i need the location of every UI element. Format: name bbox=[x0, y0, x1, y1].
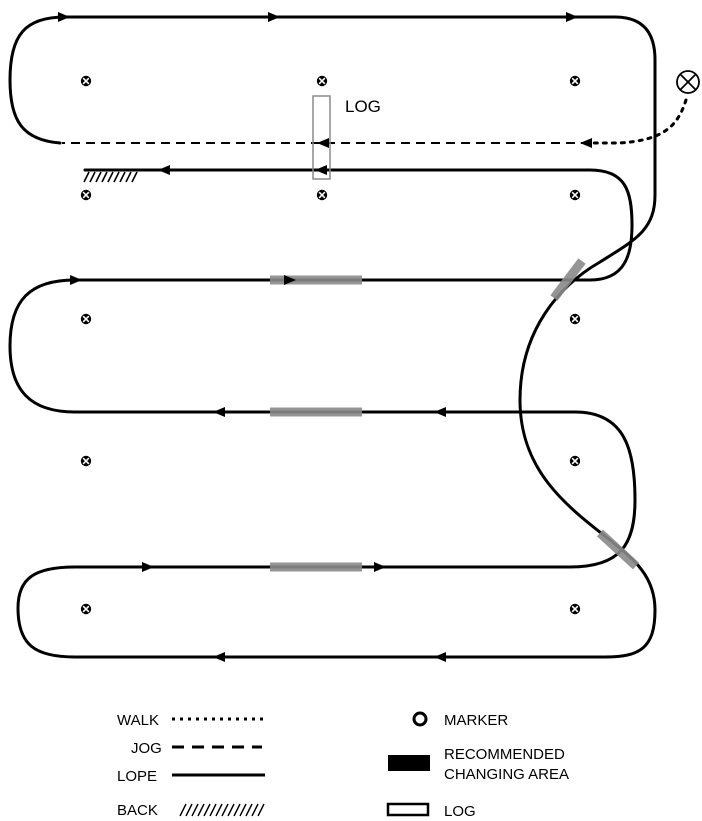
arrow-left bbox=[434, 652, 446, 662]
marker bbox=[80, 189, 92, 201]
changing-area-diag-1 bbox=[550, 258, 586, 301]
entry-marker-icon bbox=[676, 70, 700, 94]
legend-back-hatch bbox=[179, 803, 265, 817]
log-label: LOG bbox=[345, 97, 381, 116]
marker bbox=[568, 602, 582, 616]
legend-log-swatch bbox=[386, 802, 430, 817]
marker bbox=[80, 75, 92, 87]
marker bbox=[568, 75, 582, 87]
arrow-right bbox=[70, 275, 82, 285]
marker bbox=[568, 312, 582, 326]
legend-lope-label: LOPE bbox=[117, 768, 157, 785]
marker bbox=[315, 75, 329, 87]
arrow-left bbox=[213, 407, 225, 417]
arrow-left bbox=[158, 165, 170, 175]
arrow-left bbox=[434, 407, 446, 417]
legend-marker-icon bbox=[412, 711, 428, 727]
legend-log-label: LOG bbox=[444, 803, 476, 820]
back-hatch bbox=[83, 171, 138, 183]
arrow-right bbox=[374, 562, 386, 572]
legend-walk-label: WALK bbox=[117, 712, 159, 729]
arrow-left bbox=[580, 138, 592, 148]
arrow-right bbox=[284, 275, 296, 285]
marker bbox=[568, 189, 582, 201]
marker bbox=[80, 602, 92, 616]
marker bbox=[315, 189, 329, 201]
arrow-left bbox=[315, 165, 327, 175]
arrow-left bbox=[213, 652, 225, 662]
legend-changing-area-swatch bbox=[388, 755, 430, 771]
arrow-right bbox=[142, 562, 154, 572]
marker bbox=[80, 454, 92, 468]
walk-path bbox=[590, 98, 688, 145]
arrow-right bbox=[268, 12, 280, 22]
legend-back-label: BACK bbox=[117, 802, 158, 819]
lope-path-top-loop bbox=[8, 15, 657, 659]
marker bbox=[568, 454, 582, 468]
legend-changing-area-line1: RECOMMENDED bbox=[444, 746, 565, 763]
changing-area-diag-2 bbox=[596, 529, 640, 570]
marker bbox=[80, 312, 92, 326]
legend-changing-area-line2: CHANGING AREA bbox=[444, 766, 569, 783]
log-obstacle bbox=[312, 95, 331, 180]
legend: WALK JOG LOPE BACK MARKER RECOMMENDED bbox=[117, 711, 569, 820]
legend-jog-label: JOG bbox=[131, 740, 162, 757]
arrow-right bbox=[566, 12, 578, 22]
arrow-left bbox=[317, 138, 329, 148]
legend-marker-label: MARKER bbox=[444, 712, 508, 729]
arrow-right bbox=[58, 12, 70, 22]
